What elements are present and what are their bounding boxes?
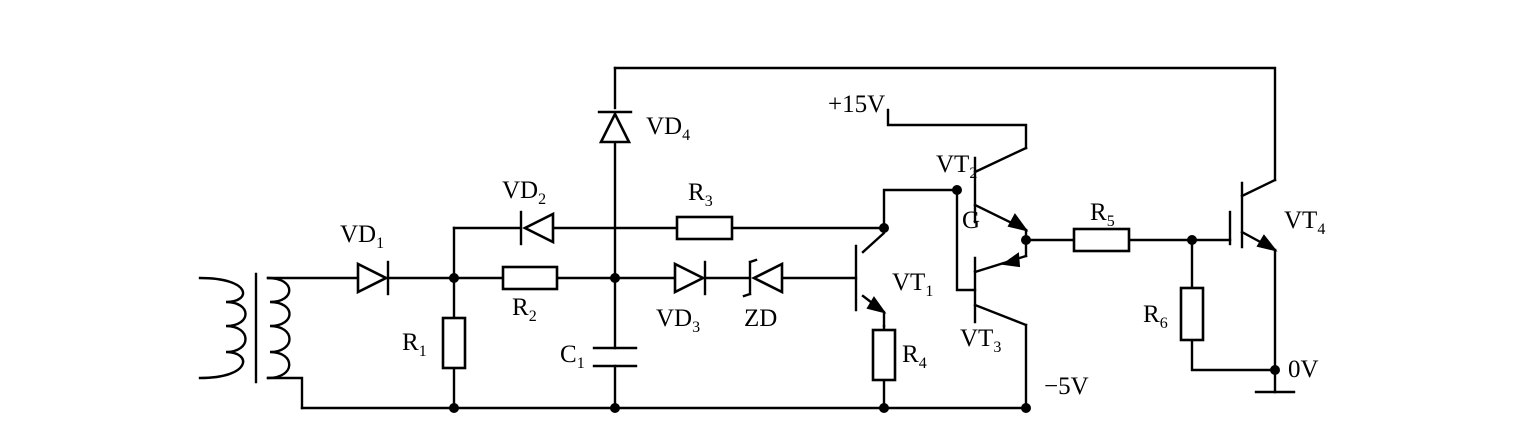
label-vd4: VD4 bbox=[646, 113, 690, 144]
label-vt4: VT4 bbox=[1284, 207, 1325, 238]
label-r3: R3 bbox=[688, 179, 713, 210]
label-c1: C1 bbox=[560, 341, 585, 372]
diode-vd2 bbox=[519, 210, 555, 246]
label-r6: R6 bbox=[1143, 301, 1168, 332]
label-r4: R4 bbox=[902, 341, 927, 372]
diode-vd1 bbox=[356, 260, 390, 296]
transformer bbox=[198, 272, 291, 384]
label-vt3: VT3 bbox=[960, 325, 1001, 356]
label-vd2: VD2 bbox=[502, 177, 546, 208]
transistor-vt4-igbt bbox=[1228, 178, 1278, 252]
resistor-r5 bbox=[1072, 227, 1131, 253]
resistor-r4 bbox=[871, 328, 897, 382]
label-vt2: VT2 bbox=[936, 151, 977, 182]
resistor-r6 bbox=[1179, 286, 1205, 342]
resistor-r3 bbox=[675, 215, 734, 241]
resistor-r2 bbox=[501, 265, 559, 291]
label-vd3: VD3 bbox=[656, 305, 700, 336]
label-vd1: VD1 bbox=[340, 221, 384, 252]
wires bbox=[266, 66, 1277, 410]
label-0v: 0V bbox=[1288, 356, 1319, 383]
junction-dots bbox=[449, 185, 1280, 413]
transistor-vt1 bbox=[854, 244, 887, 328]
label-r1: R1 bbox=[402, 329, 427, 360]
diode-vd4 bbox=[597, 110, 633, 144]
transistor-vt2 bbox=[973, 146, 1029, 232]
label-r2: R2 bbox=[512, 294, 537, 325]
diode-vd3 bbox=[673, 260, 707, 296]
label-vt1: VT1 bbox=[892, 269, 933, 300]
label-g: G bbox=[962, 207, 980, 234]
label-r5: R5 bbox=[1090, 199, 1115, 230]
transistor-vt3 bbox=[973, 252, 1028, 327]
capacitor-c1 bbox=[592, 346, 638, 368]
label-zd: ZD bbox=[744, 305, 777, 332]
label-minus-5v: −5V bbox=[1044, 373, 1089, 400]
label-plus-15v: +15V bbox=[828, 91, 885, 118]
zener-diode-zd bbox=[742, 258, 784, 298]
resistor-r1 bbox=[441, 316, 467, 370]
